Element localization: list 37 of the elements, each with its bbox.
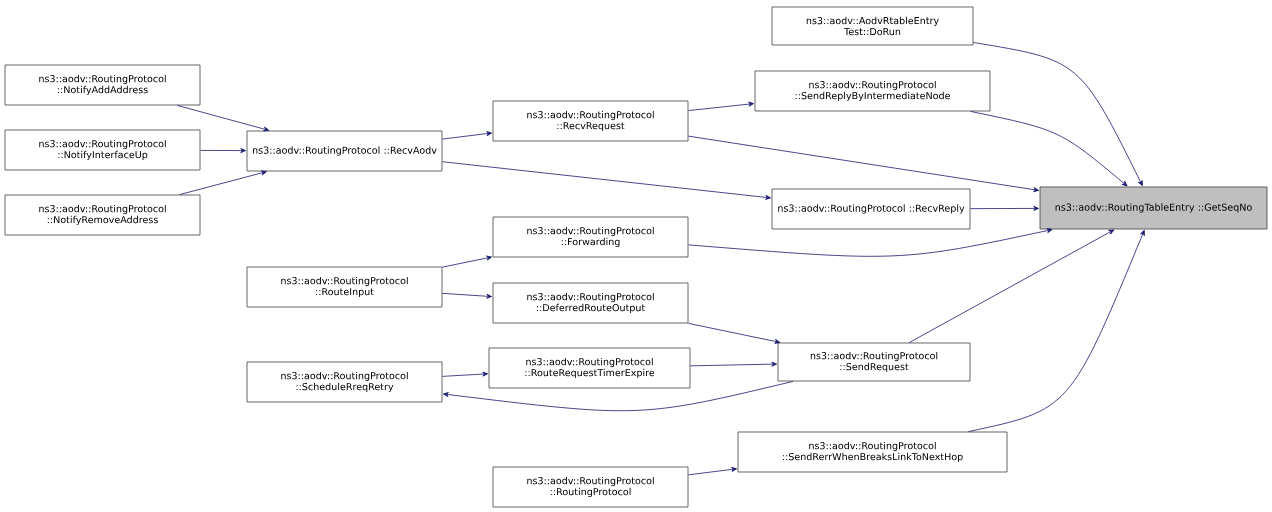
function-box: ns3::aodv::RoutingProtocol ::RecvReply: [771, 188, 971, 230]
arrow: [968, 229, 1145, 432]
arrow: [442, 161, 771, 200]
function-box: ns3::aodv::RoutingProtocol ::RouteRequestTimerExpire: [488, 347, 691, 389]
arrow: [179, 170, 267, 195]
arrow: [970, 111, 1128, 187]
function-box: ns3::aodv::RoutingProtocol ::RecvAodv: [246, 130, 443, 172]
arrow: [176, 105, 270, 132]
arrow: [442, 292, 492, 299]
function-box: ns3::aodv::RoutingProtocol ::RoutingProtocol: [492, 466, 689, 508]
function-box: ns3::aodv::RoutingProtocol ::SendRerrWhenBreaksLinkToNextHop: [737, 431, 1008, 473]
arrow: [442, 371, 488, 377]
arrow: [442, 255, 492, 268]
arrow: [688, 466, 737, 476]
arrow: [688, 322, 781, 344]
arrow: [200, 148, 246, 154]
function-box: ns3::aodv::RoutingProtocol ::NotifyRemoveAddress: [4, 194, 201, 236]
arrow: [690, 361, 777, 367]
function-box: ns3::aodv::RoutingProtocol ::RouteInput: [246, 266, 443, 308]
arrow: [970, 205, 1039, 211]
arrow: [973, 42, 1143, 187]
function-box: ns3::aodv::RoutingProtocol ::DeferredRouteOutput: [492, 282, 689, 324]
function-box: ns3::aodv::RoutingProtocol ::NotifyInterfaceUp: [4, 129, 201, 171]
function-box: ns3::aodv::RoutingTableEntry ::GetSeqNo: [1039, 186, 1268, 230]
arrow: [442, 131, 492, 140]
arrow: [908, 229, 1115, 343]
arrow: [443, 381, 794, 412]
arrow: [688, 135, 1039, 193]
function-box: ns3::aodv::RoutingProtocol ::ScheduleRreqRetry: [246, 361, 443, 403]
function-box: ns3::aodv::RoutingProtocol ::Forwarding: [492, 216, 689, 258]
function-box: ns3::aodv::RoutingProtocol ::RecvRequest: [492, 100, 689, 142]
arrow: [688, 228, 1053, 257]
function-box: ns3::aodv::RoutingProtocol ::NotifyAddAddress: [4, 64, 201, 106]
function-box: ns3::aodv::AodvRtableEntry Test::DoRun: [771, 6, 974, 46]
function-box: ns3::aodv::RoutingProtocol ::SendRequest: [777, 342, 971, 382]
arrow: [688, 101, 754, 111]
function-box: ns3::aodv::RoutingProtocol ::SendReplyByIntermediateNode: [754, 70, 991, 112]
